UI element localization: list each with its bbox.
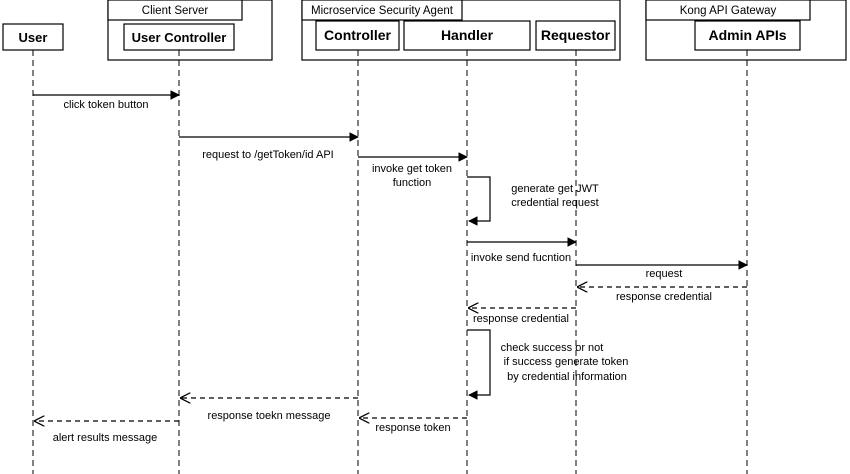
message-request-label: request — [646, 268, 683, 280]
participant-user-label: User — [19, 30, 48, 45]
group-client-server: Client Server — [107, 0, 273, 61]
message-response-token-message: response toekn message — [181, 398, 358, 422]
message-generate-jwt-line2: credential request — [511, 197, 598, 209]
message-check-success-line3: by credential information — [507, 371, 627, 383]
group-security-agent: Microservice Security Agent — [301, 0, 621, 61]
message-response-token-label: response token — [375, 422, 450, 434]
participant-admin-apis: Admin APIs — [694, 20, 801, 51]
participant-user-controller: User Controller — [123, 23, 235, 51]
message-invoke-get-token-line2: function — [393, 177, 432, 189]
message-response-credential-handler: response credential — [469, 308, 576, 325]
message-invoke-send-label: invoke send fucntion — [471, 252, 571, 264]
participant-user: User — [2, 23, 64, 51]
group-kong-gateway-label: Kong API Gateway — [680, 5, 777, 17]
message-check-success-line1: check success or not — [501, 342, 604, 354]
message-invoke-send: invoke send fucntion — [467, 237, 577, 264]
message-check-success-line2: if success generate token — [504, 356, 629, 368]
message-check-success-self: check success or not if success generate… — [467, 329, 629, 400]
participant-controller: Controller — [315, 20, 400, 51]
message-request-gettoken: request to /getToken/id API — [179, 132, 359, 161]
message-alert-results: alert results message — [35, 421, 179, 444]
message-click-token: click token button — [33, 90, 180, 111]
message-alert-results-label: alert results message — [53, 432, 158, 444]
participant-admin-apis-label: Admin APIs — [708, 27, 786, 43]
participant-handler-label: Handler — [441, 27, 494, 43]
participant-controller-label: Controller — [324, 27, 391, 43]
message-response-credential-kong: response credential — [578, 287, 747, 303]
group-security-agent-label: Microservice Security Agent — [311, 5, 454, 17]
participant-requestor-label: Requestor — [541, 27, 611, 43]
participant-handler: Handler — [403, 20, 531, 51]
group-client-server-label: Client Server — [142, 5, 209, 17]
message-request-gettoken-label: request to /getToken/id API — [202, 149, 333, 161]
message-request: request — [576, 260, 748, 280]
message-response-credential-handler-label: response credential — [473, 313, 569, 325]
message-response-token-message-label: response toekn message — [208, 410, 331, 422]
message-click-token-label: click token button — [64, 99, 149, 111]
message-invoke-get-token-line1: invoke get token — [372, 163, 452, 175]
message-invoke-get-token: invoke get token function — [358, 152, 468, 189]
message-generate-jwt-self: generate get JWT credential request — [467, 176, 599, 226]
group-kong-gateway: Kong API Gateway — [645, 0, 847, 61]
message-response-credential-kong-label: response credential — [616, 291, 712, 303]
message-response-token: response token — [360, 418, 467, 434]
participant-user-controller-label: User Controller — [132, 30, 227, 45]
participant-requestor: Requestor — [535, 20, 616, 51]
message-generate-jwt-line1: generate get JWT — [511, 183, 599, 195]
